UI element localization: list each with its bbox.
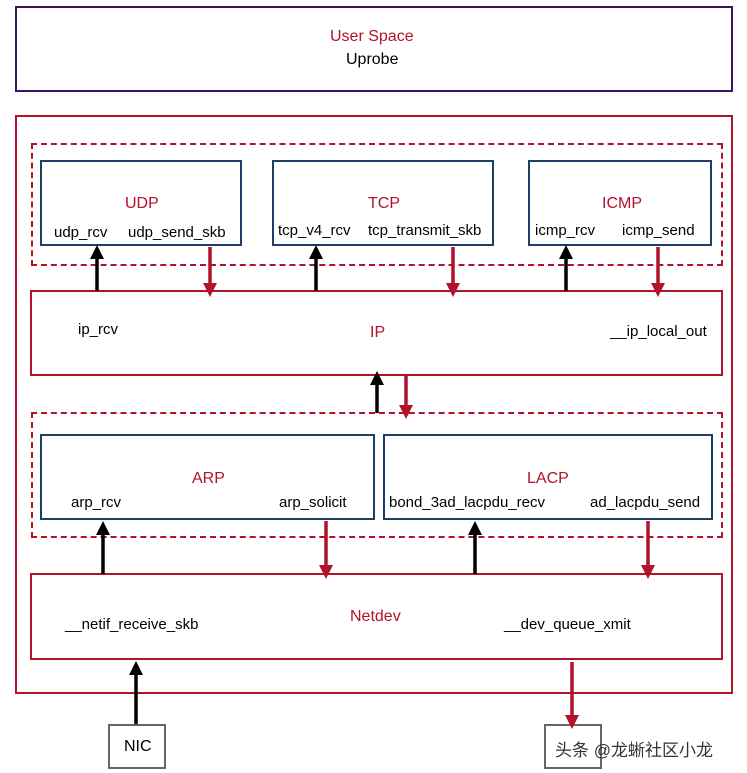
arp-box: ARP arp_rcv arp_solicit bbox=[40, 434, 375, 520]
udp-send-skb-label: udp_send_skb bbox=[128, 224, 226, 241]
nic-label: NIC bbox=[124, 738, 152, 755]
icmp-rcv-label: icmp_rcv bbox=[535, 222, 596, 239]
uprobe-label: Uprobe bbox=[346, 51, 399, 68]
tcp-title: TCP bbox=[368, 195, 400, 212]
icmp-title: ICMP bbox=[602, 195, 642, 212]
arp-rcv-label: arp_rcv bbox=[71, 494, 122, 511]
ad-lacpdu-send-label: ad_lacpdu_send bbox=[590, 494, 701, 511]
icmp-send-label: icmp_send bbox=[622, 222, 695, 239]
tcp-box: TCP tcp_v4_rcv tcp_transmit_skb bbox=[272, 160, 494, 246]
ip-local-out-label: __ip_local_out bbox=[610, 323, 707, 340]
arp-title: ARP bbox=[192, 470, 225, 487]
udp-rcv-label: udp_rcv bbox=[54, 224, 108, 241]
arp-solicit-label: arp_solicit bbox=[279, 494, 347, 511]
netdev-box: __netif_receive_skb Netdev __dev_queue_x… bbox=[30, 573, 723, 660]
watermark-text: 头条 @龙蜥社区小龙 bbox=[555, 741, 713, 760]
lacp-title: LACP bbox=[527, 470, 569, 487]
transport-layer-group bbox=[31, 143, 723, 266]
ip-title: IP bbox=[370, 324, 386, 341]
tcp-transmit-skb-label: tcp_transmit_skb bbox=[368, 222, 482, 239]
tcp-v4-rcv-label: tcp_v4_rcv bbox=[278, 222, 351, 239]
user-space-title: User Space bbox=[330, 28, 414, 45]
nic-box: NIC bbox=[108, 724, 166, 769]
udp-title: UDP bbox=[125, 195, 159, 212]
netdev-title: Netdev bbox=[350, 608, 401, 625]
kernel-space-box bbox=[15, 115, 733, 694]
bond-3ad-lacpdu-recv-label: bond_3ad_lacpdu_recv bbox=[389, 494, 545, 511]
lacp-box: LACP bond_3ad_lacpdu_recv ad_lacpdu_send bbox=[383, 434, 713, 520]
udp-box: UDP udp_rcv udp_send_skb bbox=[40, 160, 242, 246]
ip-rcv-label: ip_rcv bbox=[78, 321, 119, 338]
icmp-box: ICMP icmp_rcv icmp_send bbox=[528, 160, 712, 246]
netif-receive-skb-label: __netif_receive_skb bbox=[65, 616, 199, 633]
user-space-box: User Space Uprobe bbox=[15, 6, 733, 92]
dev-queue-xmit-label: __dev_queue_xmit bbox=[504, 616, 631, 633]
